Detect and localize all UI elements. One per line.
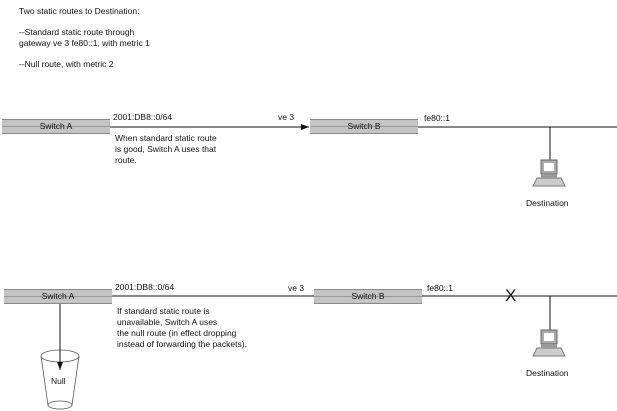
broken-link-x: X <box>505 286 517 305</box>
switch-a-bottom: Switch A <box>4 289 112 304</box>
top-note-2: is good, Switch A uses that <box>115 144 217 154</box>
bottom-gateway: fe80::1 <box>427 283 453 293</box>
bottom-note-1: If standard static route is <box>117 306 210 316</box>
bottom-note-3: the null route (in effect dropping <box>117 328 237 338</box>
null-label: Null <box>51 376 66 386</box>
computer-icon <box>532 159 566 187</box>
switch-b-bottom: Switch B <box>314 289 422 304</box>
route1-line2: gateway ve 3 fe80::1, with metric 1 <box>19 38 150 48</box>
top-prefix: 2001:DB8::0/64 <box>113 112 173 122</box>
computer-icon <box>532 329 566 357</box>
bottom-note-4: instead of forwarding the packets). <box>117 339 247 349</box>
top-destination: Destination <box>526 198 569 208</box>
switch-b-top: Switch B <box>310 119 418 134</box>
top-note-1: When standard static route <box>115 133 217 143</box>
bottom-interface: ve 3 <box>288 283 305 293</box>
switch-a-top: Switch A <box>2 119 110 134</box>
bottom-destination: Destination <box>526 368 569 378</box>
top-gateway: fe80::1 <box>424 113 450 123</box>
bottom-prefix: 2001:DB8::0/64 <box>115 282 175 292</box>
bottom-note-2: unavailable, Switch A uses <box>117 317 218 327</box>
route2: --Null route, with metric 2 <box>19 59 114 69</box>
top-note-3: route. <box>115 155 137 165</box>
intro-title: Two static routes to Destination: <box>19 6 140 16</box>
top-interface: ve 3 <box>278 112 295 122</box>
route1-line1: --Standard static route through <box>19 27 135 37</box>
